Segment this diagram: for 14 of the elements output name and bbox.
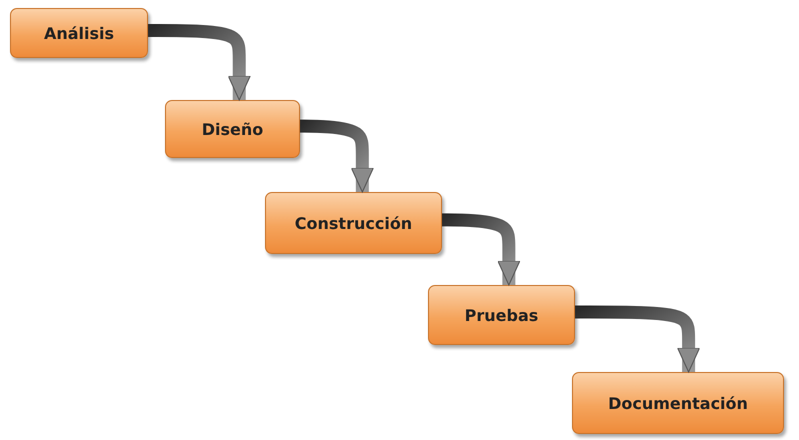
step-label: Pruebas bbox=[464, 306, 538, 324]
step-label: Diseño bbox=[202, 120, 264, 138]
process-box bbox=[10, 8, 148, 58]
curved-arrow bbox=[148, 24, 251, 100]
process-box bbox=[572, 372, 784, 434]
curved-arrow bbox=[575, 306, 700, 373]
process-box bbox=[428, 285, 575, 345]
step-label: Análisis bbox=[44, 24, 114, 42]
step-label: Documentación bbox=[608, 394, 748, 412]
curved-arrow bbox=[298, 120, 374, 192]
curved-arrow bbox=[440, 213, 520, 286]
process-box bbox=[165, 100, 300, 158]
step-label: Construcción bbox=[294, 214, 412, 232]
process-box bbox=[265, 192, 442, 254]
